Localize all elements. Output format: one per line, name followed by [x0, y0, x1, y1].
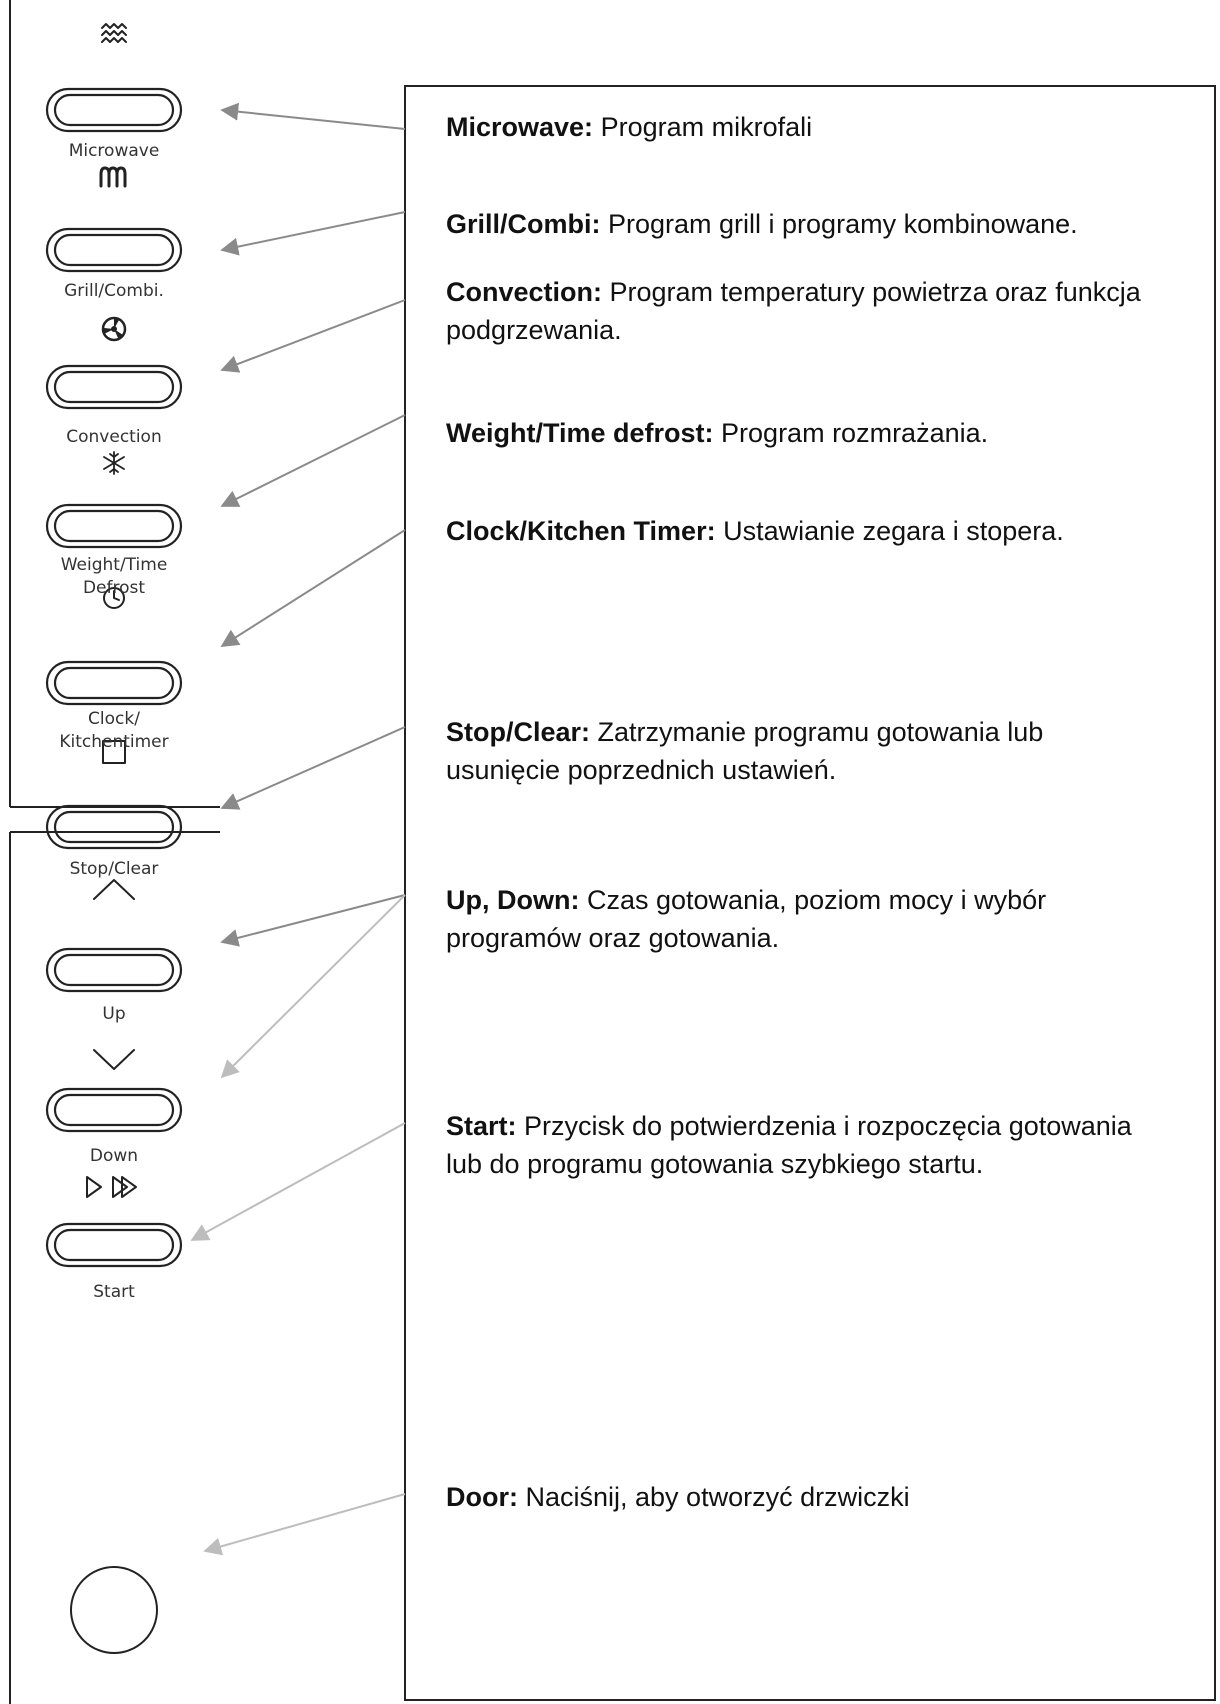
square-stop-icon [102, 740, 126, 764]
description-frame [404, 85, 1216, 1701]
description-title: Start: [446, 1111, 517, 1141]
description-text: Przycisk do potwierdzenia i rozpoczęcia … [446, 1111, 1132, 1179]
description-text: Program mikrofali [593, 112, 813, 142]
start-button[interactable] [45, 1222, 183, 1268]
description-start: Start: Przycisk do potwierdzenia i rozpo… [446, 1107, 1136, 1183]
description-title: Weight/Time defrost: [446, 418, 714, 448]
grill-combi-label: Grill/Combi. [64, 281, 164, 301]
description-defrost: Weight/Time defrost: Program rozmrażania… [446, 414, 1206, 452]
description-title: Door: [446, 1482, 518, 1512]
grill-combi-button[interactable] [45, 227, 183, 273]
convection-button[interactable] [45, 364, 183, 410]
stop-clear-label: Stop/Clear [69, 859, 159, 879]
description-title: Convection: [446, 277, 603, 307]
description-up-down: Up, Down: Czas gotowania, poziom mocy i … [446, 881, 1146, 957]
description-convection: Convection: Program temperatury powietrz… [446, 273, 1146, 349]
down-button[interactable] [45, 1087, 183, 1133]
microwave-waves-icon [101, 23, 127, 43]
description-title: Microwave: [446, 112, 594, 142]
clock-kitchentimer-button[interactable] [45, 660, 183, 706]
play-fast-forward-icon [86, 1176, 137, 1198]
clock-icon [103, 587, 125, 609]
up-button[interactable] [45, 947, 183, 993]
down-label: Down [89, 1146, 139, 1166]
description-title: Up, Down: [446, 885, 580, 915]
description-grill-combi: Grill/Combi: Program grill i programy ko… [446, 205, 1206, 243]
description-text: Zatrzymanie programu gotowania lub usuni… [446, 717, 1044, 785]
start-label: Start [93, 1282, 135, 1302]
description-microwave: Microwave: Program mikrofali [446, 108, 1206, 146]
door-button-circle-icon[interactable] [70, 1566, 158, 1654]
weight-time-defrost-button[interactable] [45, 503, 183, 549]
description-text: Naciśnij, aby otworzyć drzwiczki [517, 1482, 910, 1512]
convection-label: Convection [66, 427, 162, 447]
description-text: Program grill i programy kombinowane. [600, 209, 1078, 239]
chevron-up-icon [93, 879, 135, 900]
description-door: Door: Naciśnij, aby otworzyć drzwiczki [446, 1478, 1206, 1516]
description-text: Program temperatury powietrza oraz funkc… [446, 277, 1141, 345]
description-title: Grill/Combi: [446, 209, 601, 239]
grill-heater-icon [99, 166, 127, 188]
weight-time-defrost-label: Weight/Time Defrost [60, 555, 168, 598]
microwave-button[interactable] [45, 87, 183, 133]
description-stop-clear: Stop/Clear: Zatrzymanie programu gotowan… [446, 713, 1136, 789]
description-title: Stop/Clear: [446, 717, 591, 747]
fan-icon [101, 316, 127, 342]
clock-kitchentimer-label: Clock/ Kitchentimer [59, 709, 169, 752]
leader-arrows [190, 102, 406, 1556]
snowflake-icon [103, 451, 125, 475]
chevron-down-icon [93, 1049, 135, 1070]
up-label: Up [102, 1004, 126, 1024]
microwave-label: Microwave [68, 141, 160, 161]
description-text: Czas gotowania, poziom mocy i wybór prog… [446, 885, 1047, 953]
stop-clear-button[interactable] [45, 804, 183, 850]
control-panel-frame [9, 0, 220, 1704]
description-text: Ustawianie zegara i stopera. [715, 516, 1064, 546]
description-clock: Clock/Kitchen Timer: Ustawianie zegara i… [446, 512, 1206, 550]
description-text: Program rozmrażania. [713, 418, 989, 448]
description-title: Clock/Kitchen Timer: [446, 516, 716, 546]
